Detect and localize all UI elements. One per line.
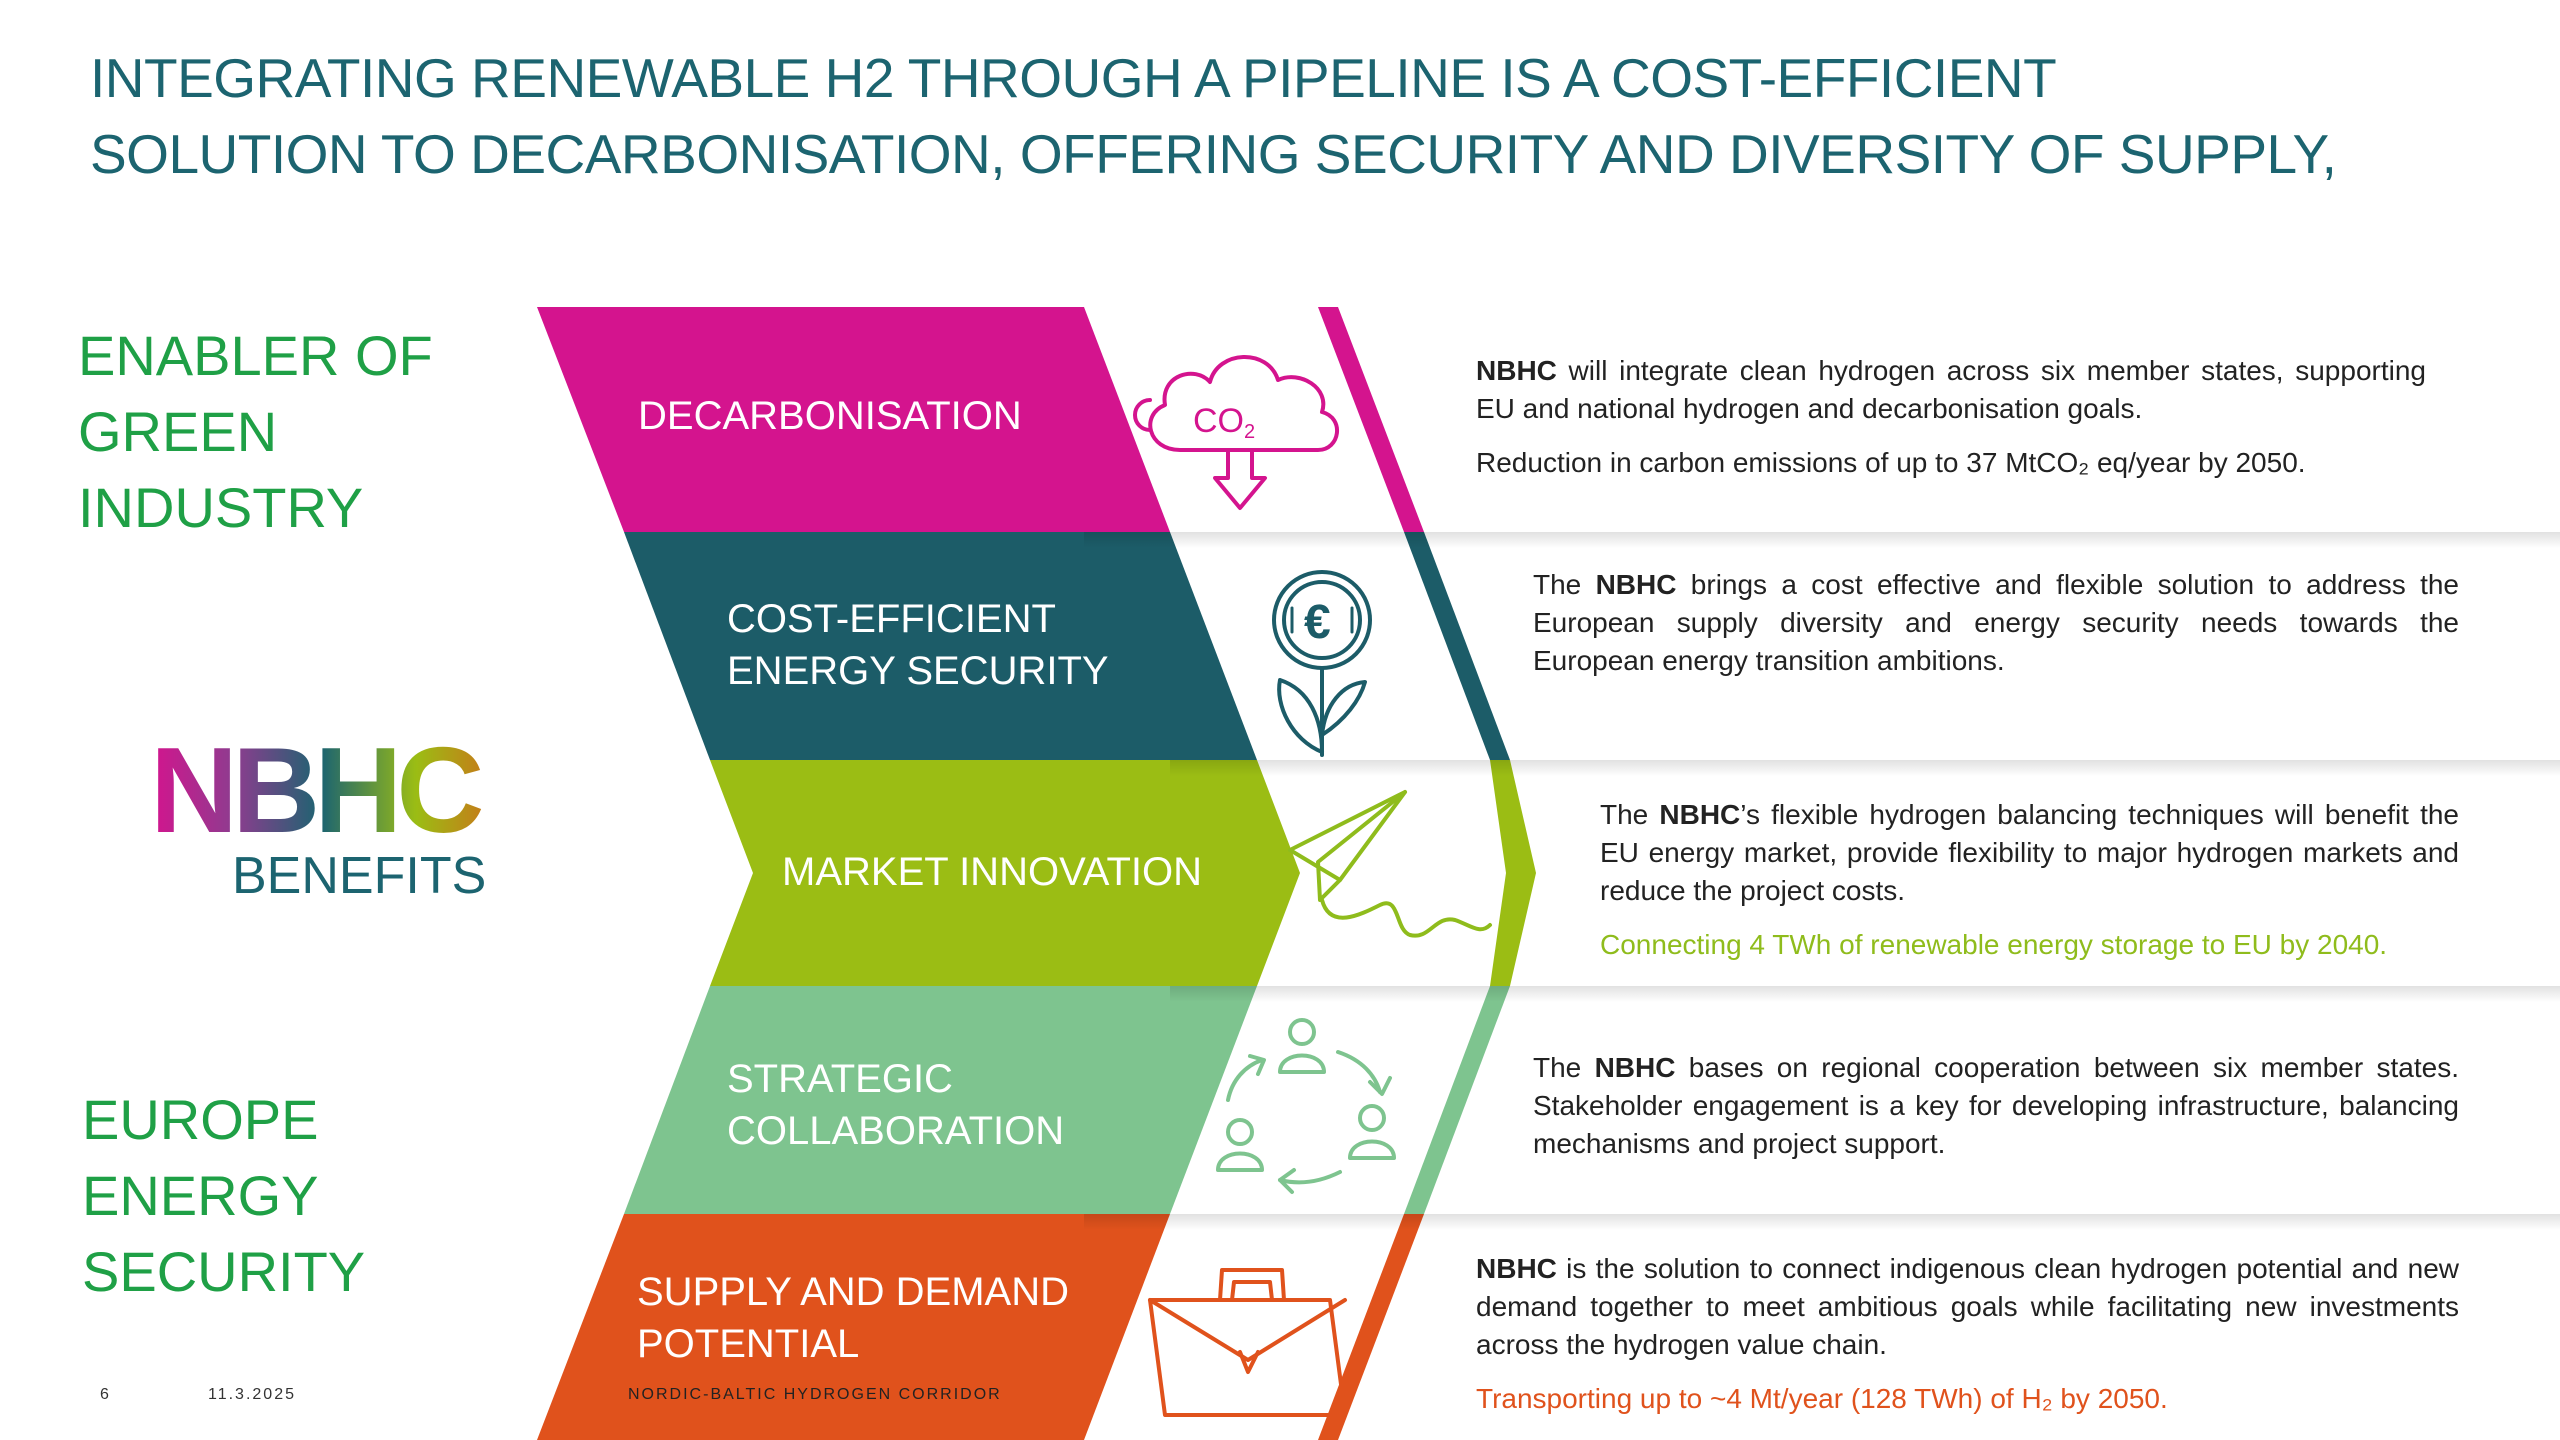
band-label-cost-efficient: COST-EFFICIENT ENERGY SECURITY [727, 597, 1109, 693]
footer-date: 11.3.2025 [208, 1386, 296, 1403]
enabler-heading: ENABLER OF GREEN INDUSTRY [78, 324, 433, 539]
desc-market-innovation: The NBHC’s flexible hydrogen balancing t… [1600, 796, 2459, 964]
paper-plane-icon [1288, 790, 1492, 938]
slide-title: INTEGRATING RENEWABLE H2 THROUGH A PIPEL… [90, 40, 2510, 192]
band-label-supply-demand: SUPPLY AND DEMAND POTENTIAL [637, 1270, 1069, 1366]
title-line-1: INTEGRATING RENEWABLE H2 THROUGH A PIPEL… [90, 47, 2057, 109]
euro-text: € [1304, 596, 1331, 649]
logo-word: NBHC [150, 729, 530, 851]
band-label-market-innovation: MARKET INNOVATION [782, 850, 1203, 894]
band-label-decarbonisation: DECARBONISATION [638, 394, 1022, 438]
co2-cloud-icon [1133, 355, 1340, 510]
page-number: 6 [100, 1386, 111, 1403]
desc-supply-demand: NBHC is the solution to connect indigeno… [1476, 1250, 2459, 1418]
desc-cost-efficient: The NBHC brings a cost effective and fle… [1533, 569, 2459, 676]
logo-subtitle: BENEFITS [232, 847, 487, 905]
band-label-strategic-collaboration: STRATEGIC COLLABORATION [727, 1057, 1065, 1153]
people-cycle-icon [1216, 1018, 1396, 1194]
nbhc-logo: NBHC BENEFITS [150, 729, 530, 906]
band-market-innovation [710, 760, 1300, 986]
title-line-2: SOLUTION TO DECARBONISATION, OFFERING SE… [90, 123, 2337, 185]
market-innovation-metric: Connecting 4 TWh of renewable energy sto… [1600, 929, 2388, 960]
co2-text: CO2 [1193, 402, 1255, 443]
desc-decarbonisation: NBHC will integrate clean hydrogen acros… [1476, 352, 2426, 482]
decarbonisation-metric: Reduction in carbon emissions of up to 3… [1476, 447, 2306, 478]
euro-plant-icon [1272, 570, 1372, 757]
supply-demand-metric: Transporting up to ~4 Mt/year (128 TWh) … [1476, 1383, 2168, 1414]
band-supply-demand [537, 1214, 1170, 1440]
band-cost-efficient [624, 532, 1257, 760]
footer-corridor: NORDIC-BALTIC HYDROGEN CORRIDOR [628, 1386, 1002, 1403]
desc-strategic-collaboration: The NBHC bases on regional cooperation b… [1533, 1052, 2459, 1159]
briefcase-icon [1148, 1268, 1347, 1417]
band-strategic-collaboration [624, 986, 1257, 1214]
band-decarbonisation [537, 307, 1170, 532]
europe-heading: EUROPE ENERGY SECURITY [82, 1088, 366, 1303]
